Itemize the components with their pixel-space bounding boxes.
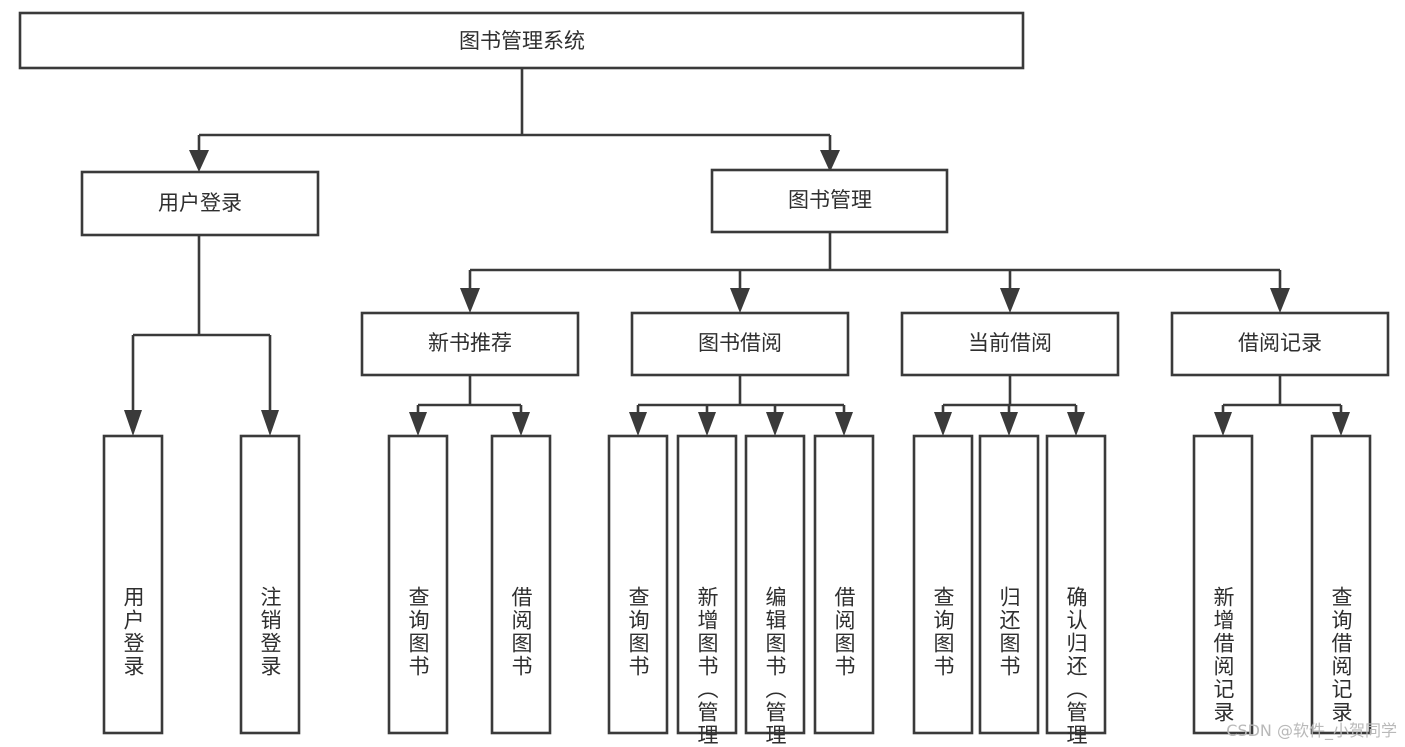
connector-group-new-book-recommend [409, 375, 530, 436]
node-book-borrow-label: 图书借阅 [698, 331, 782, 355]
node-new-book-recommend-box[interactable] [360, 311, 580, 377]
node-leaf-return-book[interactable]: 归还图书 [978, 434, 1040, 735]
arrowhead-leaf-edit-book [766, 412, 784, 436]
arrowhead-new-book-recommend [460, 288, 480, 313]
node-leaf-return-book-box[interactable] [978, 434, 1040, 735]
node-leaf-borrow-book-1[interactable]: 借阅图书 [490, 434, 552, 735]
node-leaf-query-record[interactable]: 查询借阅记录 [1310, 434, 1372, 735]
node-root[interactable]: 图书管理系统 [18, 11, 1025, 70]
arrowhead-leaf-query-book-3 [934, 412, 952, 436]
node-user-login[interactable]: 用户登录 [80, 170, 320, 237]
arrowhead-user-login [189, 150, 209, 172]
node-leaf-query-book-3-box[interactable] [912, 434, 974, 735]
arrowhead-book-manage [820, 150, 840, 172]
arrowhead-current-borrow [1000, 288, 1020, 313]
node-leaf-edit-book-box[interactable] [744, 434, 806, 735]
node-book-borrow-box[interactable] [630, 311, 850, 377]
node-leaf-user-logout-label: 注销登录 [258, 586, 282, 678]
arrowhead-leaf-borrow-book-2 [835, 412, 853, 436]
arrowhead-leaf-query-book-2 [629, 412, 647, 436]
node-user-login-box[interactable] [80, 170, 320, 237]
node-leaf-user-login[interactable]: 用户登录 [102, 434, 164, 735]
arrowhead-borrow-record [1270, 288, 1290, 313]
arrowhead-leaf-add-book [698, 412, 716, 436]
node-leaf-user-logout[interactable]: 注销登录 [239, 434, 301, 735]
arrowhead-book-borrow [730, 288, 750, 313]
node-user-login-label: 用户登录 [158, 191, 242, 215]
node-leaf-borrow-book-2-box[interactable] [813, 434, 875, 735]
node-book-manage[interactable]: 图书管理 [710, 168, 949, 234]
node-leaf-edit-book-label: 编辑图书（管理员） [763, 586, 787, 747]
connector-group-root [189, 68, 840, 172]
node-leaf-query-book-2-box[interactable] [607, 434, 669, 735]
node-leaf-confirm-return-box[interactable] [1045, 434, 1107, 735]
node-leaf-user-logout-box[interactable] [239, 434, 301, 735]
node-leaf-borrow-book-2-label: 借阅图书 [832, 586, 856, 678]
node-leaf-add-record-label: 新增借阅记录 [1211, 586, 1235, 724]
node-book-manage-label: 图书管理 [788, 188, 872, 212]
node-book-manage-box[interactable] [710, 168, 949, 234]
node-leaf-query-book-2-label: 查询图书 [626, 586, 650, 678]
node-leaf-borrow-book-1-label: 借阅图书 [509, 586, 533, 678]
node-leaf-query-record-label: 查询借阅记录 [1329, 586, 1353, 724]
node-borrow-record-label: 借阅记录 [1238, 331, 1322, 355]
connector-group-book-manage [460, 232, 1290, 313]
arrowhead-leaf-query-record [1332, 412, 1350, 436]
arrowhead-leaf-add-record [1214, 412, 1232, 436]
node-leaf-add-record-box[interactable] [1192, 434, 1254, 735]
connector-group-user-login [124, 235, 279, 436]
node-leaf-add-record[interactable]: 新增借阅记录 [1192, 434, 1254, 735]
node-leaf-query-book-1[interactable]: 查询图书 [387, 434, 449, 735]
node-leaf-user-login-label: 用户登录 [121, 586, 145, 678]
node-leaf-user-login-box[interactable] [102, 434, 164, 735]
node-current-borrow-label: 当前借阅 [968, 331, 1052, 355]
node-leaf-query-book-1-label: 查询图书 [406, 586, 430, 678]
node-leaf-borrow-book-2[interactable]: 借阅图书 [813, 434, 875, 735]
node-leaf-edit-book[interactable]: 编辑图书（管理员） [744, 434, 806, 747]
node-new-book-recommend-label: 新书推荐 [428, 331, 512, 355]
node-leaf-query-book-2[interactable]: 查询图书 [607, 434, 669, 735]
node-root-label: 图书管理系统 [459, 29, 585, 53]
node-leaf-confirm-return-label: 确认归还（管理员） [1064, 586, 1088, 747]
arrowhead-leaf-confirm-return [1067, 412, 1085, 436]
node-leaf-query-book-3[interactable]: 查询图书 [912, 434, 974, 735]
node-leaf-confirm-return[interactable]: 确认归还（管理员） [1045, 434, 1107, 747]
node-leaf-borrow-book-1-box[interactable] [490, 434, 552, 735]
node-root-box[interactable] [18, 11, 1025, 70]
node-leaf-return-book-label: 归还图书 [997, 586, 1021, 678]
connector-group-current-borrow [934, 375, 1085, 436]
arrowhead-leaf-borrow-book-1 [512, 412, 530, 436]
node-leaf-add-book[interactable]: 新增图书（管理员） [676, 434, 738, 747]
node-new-book-recommend[interactable]: 新书推荐 [360, 311, 580, 377]
node-current-borrow[interactable]: 当前借阅 [900, 311, 1120, 377]
arrowhead-leaf-user-login [124, 410, 142, 436]
node-borrow-record-box[interactable] [1170, 311, 1390, 377]
node-borrow-record[interactable]: 借阅记录 [1170, 311, 1390, 377]
connector-group-book-borrow [629, 375, 853, 436]
node-current-borrow-box[interactable] [900, 311, 1120, 377]
node-leaf-add-book-label: 新增图书（管理员） [695, 586, 719, 747]
arrowhead-leaf-return-book [1000, 412, 1018, 436]
connector-group-borrow-record [1214, 375, 1350, 436]
arrowhead-leaf-query-book-1 [409, 412, 427, 436]
node-book-borrow[interactable]: 图书借阅 [630, 311, 850, 377]
node-leaf-query-book-3-label: 查询图书 [931, 586, 955, 678]
node-leaf-add-book-box[interactable] [676, 434, 738, 735]
node-leaf-query-record-box[interactable] [1310, 434, 1372, 735]
node-leaf-query-book-1-box[interactable] [387, 434, 449, 735]
arrowhead-leaf-user-logout [261, 410, 279, 436]
